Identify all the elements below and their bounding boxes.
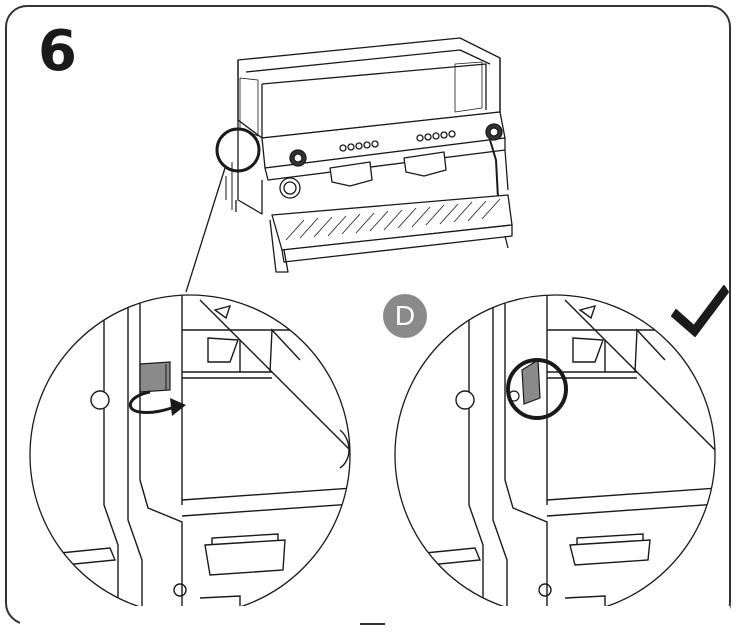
detail-leader-line (185, 167, 226, 293)
checkmark-icon (671, 285, 729, 337)
detail-view-left (30, 295, 350, 615)
gray-tab-part (139, 361, 171, 393)
result-highlight-circle (506, 358, 568, 420)
rotated-tab-part (508, 358, 541, 405)
coffee-machine-drawing (225, 37, 513, 273)
rotate-arrow-icon (128, 390, 186, 416)
step-number: 6 (38, 19, 77, 84)
sub-step-badge: D (383, 294, 427, 338)
detail-view-right (395, 295, 715, 615)
detail-highlight-circle (215, 127, 261, 173)
